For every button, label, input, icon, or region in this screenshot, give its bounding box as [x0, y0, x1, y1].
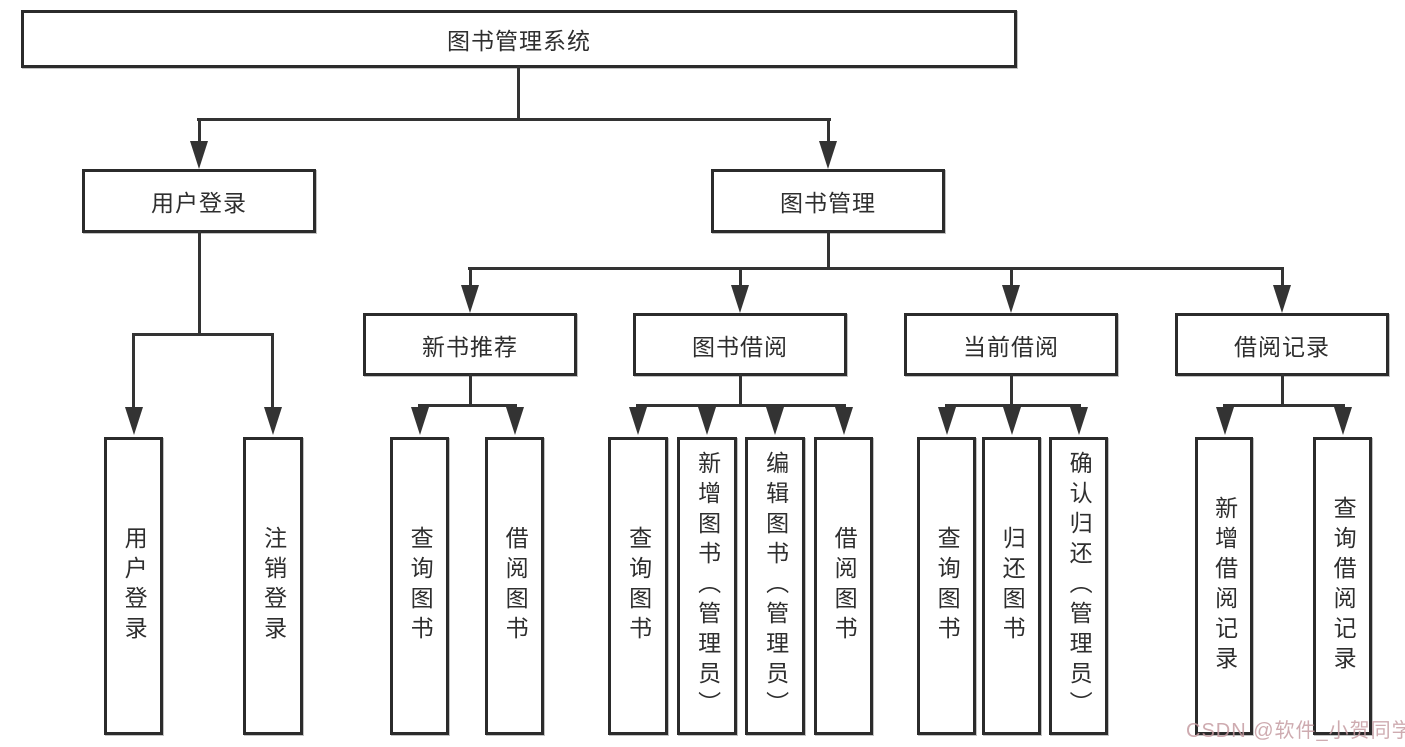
arrow-down-icon: [190, 141, 208, 169]
node-label: 图书管理系统: [447, 28, 591, 54]
arrow-down-icon: [1003, 407, 1021, 435]
leaf-borrow-books-recommend: 借阅图书: [485, 437, 544, 735]
node-current-borrow: 当前借阅: [904, 313, 1118, 376]
node-label: 新书推荐: [422, 333, 518, 360]
leaf-label: 确认归还（管理员）: [1066, 451, 1093, 721]
connector-current-borrow-rail: [945, 404, 1081, 407]
connector-borrow-records-stem: [1281, 374, 1284, 406]
arrow-down-icon: [264, 407, 282, 435]
node-label: 图书借阅: [692, 333, 788, 360]
arrow-down-icon: [698, 407, 716, 435]
leaf-label: 查询图书: [934, 526, 961, 646]
node-label: 借阅记录: [1234, 333, 1330, 360]
leaf-label: 借阅图书: [831, 526, 858, 646]
leaf-label: 用户登录: [121, 526, 148, 646]
arrow-down-icon: [461, 285, 479, 313]
connector-book-management-stem: [827, 231, 830, 270]
leaf-label: 编辑图书（管理员）: [762, 451, 789, 721]
arrow-down-icon: [938, 407, 956, 435]
leaf-label: 查询图书: [407, 526, 434, 646]
arrow-down-icon: [1070, 407, 1088, 435]
connector-stem-user-login: [198, 118, 201, 144]
arrow-down-icon: [819, 141, 837, 169]
arrow-down-icon: [629, 407, 647, 435]
leaf-query-books-recommend: 查询图书: [390, 437, 449, 735]
node-label: 用户登录: [151, 190, 247, 216]
connector-user-login-rail: [132, 333, 274, 336]
arrow-down-icon: [1002, 285, 1020, 313]
connector-current-borrow-stem: [1010, 374, 1013, 406]
connector-borrow-records-rail: [1223, 404, 1345, 407]
watermark: CSDN @软件_小贺同学: [1186, 720, 1405, 742]
connector-level2-rail: [197, 118, 831, 121]
leaf-query-borrow-record: 查询借阅记录: [1313, 437, 1372, 735]
connector-stem-leaf-logout: [271, 333, 274, 407]
leaf-edit-book-admin: 编辑图书（管理员）: [745, 437, 805, 735]
leaf-return-books: 归还图书: [982, 437, 1041, 735]
node-book-management: 图书管理: [711, 169, 945, 233]
node-label: 图书管理: [780, 190, 876, 216]
leaf-user-login: 用户登录: [104, 437, 163, 735]
connector-new-book-rail: [418, 404, 517, 407]
arrow-down-icon: [766, 407, 784, 435]
leaf-logout: 注销登录: [243, 437, 303, 735]
leaf-label: 借阅图书: [502, 526, 529, 646]
leaf-add-book-admin: 新增图书（管理员）: [677, 437, 737, 735]
connector-user-login-stem: [198, 231, 201, 335]
connector-stem-current-borrow: [1010, 267, 1013, 287]
connector-level3-rail: [468, 267, 1284, 270]
leaf-query-books-borrow: 查询图书: [608, 437, 668, 735]
connector-root-stem: [517, 66, 520, 120]
leaf-label: 查询借阅记录: [1330, 496, 1357, 676]
connector-stem-book-management: [827, 118, 830, 144]
leaf-confirm-return-admin: 确认归还（管理员）: [1049, 437, 1108, 735]
connector-stem-new-book: [469, 267, 472, 287]
connector-new-book-stem: [469, 374, 472, 406]
arrow-down-icon: [1216, 407, 1234, 435]
leaf-label: 新增图书（管理员）: [694, 451, 721, 721]
leaf-query-books-current: 查询图书: [917, 437, 976, 735]
arrow-down-icon: [1273, 285, 1291, 313]
arrow-down-icon: [506, 407, 524, 435]
node-book-borrow: 图书借阅: [633, 313, 847, 376]
node-user-login: 用户登录: [82, 169, 316, 233]
leaf-label: 新增借阅记录: [1211, 496, 1238, 676]
leaf-add-borrow-record: 新增借阅记录: [1195, 437, 1253, 735]
node-library-management-system: 图书管理系统: [21, 10, 1017, 68]
leaf-label: 查询图书: [625, 526, 652, 646]
arrow-down-icon: [411, 407, 429, 435]
node-new-book-recommend: 新书推荐: [363, 313, 577, 376]
arrow-down-icon: [1334, 407, 1352, 435]
arrow-down-icon: [835, 407, 853, 435]
leaf-label: 注销登录: [260, 526, 287, 646]
connector-stem-book-borrow: [739, 267, 742, 287]
node-label: 当前借阅: [963, 333, 1059, 360]
connector-stem-borrow-records: [1281, 267, 1284, 287]
connector-stem-leaf-user-login: [132, 333, 135, 407]
connector-book-borrow-stem: [739, 374, 742, 406]
connector-book-borrow-rail: [636, 404, 846, 407]
arrow-down-icon: [125, 407, 143, 435]
leaf-borrow-books-borrow: 借阅图书: [814, 437, 873, 735]
arrow-down-icon: [731, 285, 749, 313]
leaf-label: 归还图书: [999, 526, 1026, 646]
node-borrow-records: 借阅记录: [1175, 313, 1389, 376]
